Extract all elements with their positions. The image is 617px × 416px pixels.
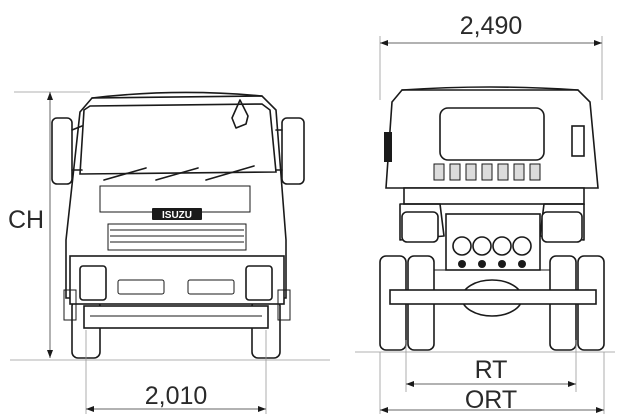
cylinder xyxy=(492,236,512,256)
left-headlight xyxy=(79,265,107,301)
engine-cylinders xyxy=(452,236,532,268)
rear-track-label: RT xyxy=(475,356,508,384)
arrow-right xyxy=(568,381,576,387)
cab-roof xyxy=(91,91,263,99)
cylinder-bolt xyxy=(458,260,466,268)
fender-mirror xyxy=(231,99,249,129)
wipers xyxy=(103,165,255,181)
arrow-right xyxy=(596,407,604,413)
rear-left-marker xyxy=(384,132,392,162)
left-mirror-arm xyxy=(71,125,83,171)
cab-rear-roof xyxy=(401,86,579,91)
cylinder-bolt xyxy=(518,260,526,268)
cylinder-bolt xyxy=(478,260,486,268)
rear-axle-bar xyxy=(389,289,597,305)
cylinder xyxy=(512,236,532,256)
arrow-right xyxy=(594,40,602,46)
overall-width-dimension: 2,490 xyxy=(379,12,603,100)
vent xyxy=(497,163,509,181)
under-bumper xyxy=(83,305,269,329)
arrow-right xyxy=(258,406,266,412)
arrow-left xyxy=(406,381,414,387)
right-step xyxy=(277,289,291,321)
arrow-left xyxy=(380,40,388,46)
front-track-label: 2,010 xyxy=(145,382,208,410)
rear-track-dimension: RT xyxy=(405,340,577,392)
rear-vents xyxy=(433,163,541,181)
front-track-dimension: 2,010 xyxy=(85,330,267,414)
vent xyxy=(529,163,541,181)
outer-rear-track-label: ORT xyxy=(465,386,517,414)
rear-window xyxy=(439,107,545,161)
chassis-crossmember xyxy=(403,187,585,205)
arrow-top xyxy=(47,92,53,100)
rear-right-marker xyxy=(571,125,585,157)
fuel-tank xyxy=(541,211,583,243)
lower-vent-left xyxy=(117,279,165,295)
cylinder xyxy=(472,236,492,256)
cab-height-label: CH xyxy=(8,206,44,234)
grille xyxy=(107,223,247,251)
arrow-left xyxy=(86,406,94,412)
windshield xyxy=(79,103,277,175)
arrow-bottom xyxy=(47,350,53,358)
cylinder xyxy=(452,236,472,256)
vent xyxy=(481,163,493,181)
vent xyxy=(465,163,477,181)
vent xyxy=(433,163,445,181)
rear-view-truck xyxy=(379,86,605,351)
left-step xyxy=(63,289,77,321)
cab-height-dimension: CH xyxy=(8,91,90,358)
left-mirror xyxy=(51,117,73,185)
right-headlight xyxy=(245,265,273,301)
arrow-left xyxy=(380,407,388,413)
overall-width-label: 2,490 xyxy=(460,12,523,40)
vent xyxy=(449,163,461,181)
badge-plate xyxy=(152,208,202,220)
battery-box xyxy=(401,211,439,243)
grille-badge: ISUZU xyxy=(162,210,192,221)
outer-rear-track-dimension: ORT xyxy=(379,352,605,414)
grille-frame xyxy=(107,223,247,251)
right-mirror xyxy=(281,117,305,185)
front-view-truck: ISUZU xyxy=(51,91,305,359)
vent xyxy=(513,163,525,181)
right-mirror-arm xyxy=(275,129,283,171)
cylinder-bolt xyxy=(498,260,506,268)
lower-vent-right xyxy=(187,279,235,295)
